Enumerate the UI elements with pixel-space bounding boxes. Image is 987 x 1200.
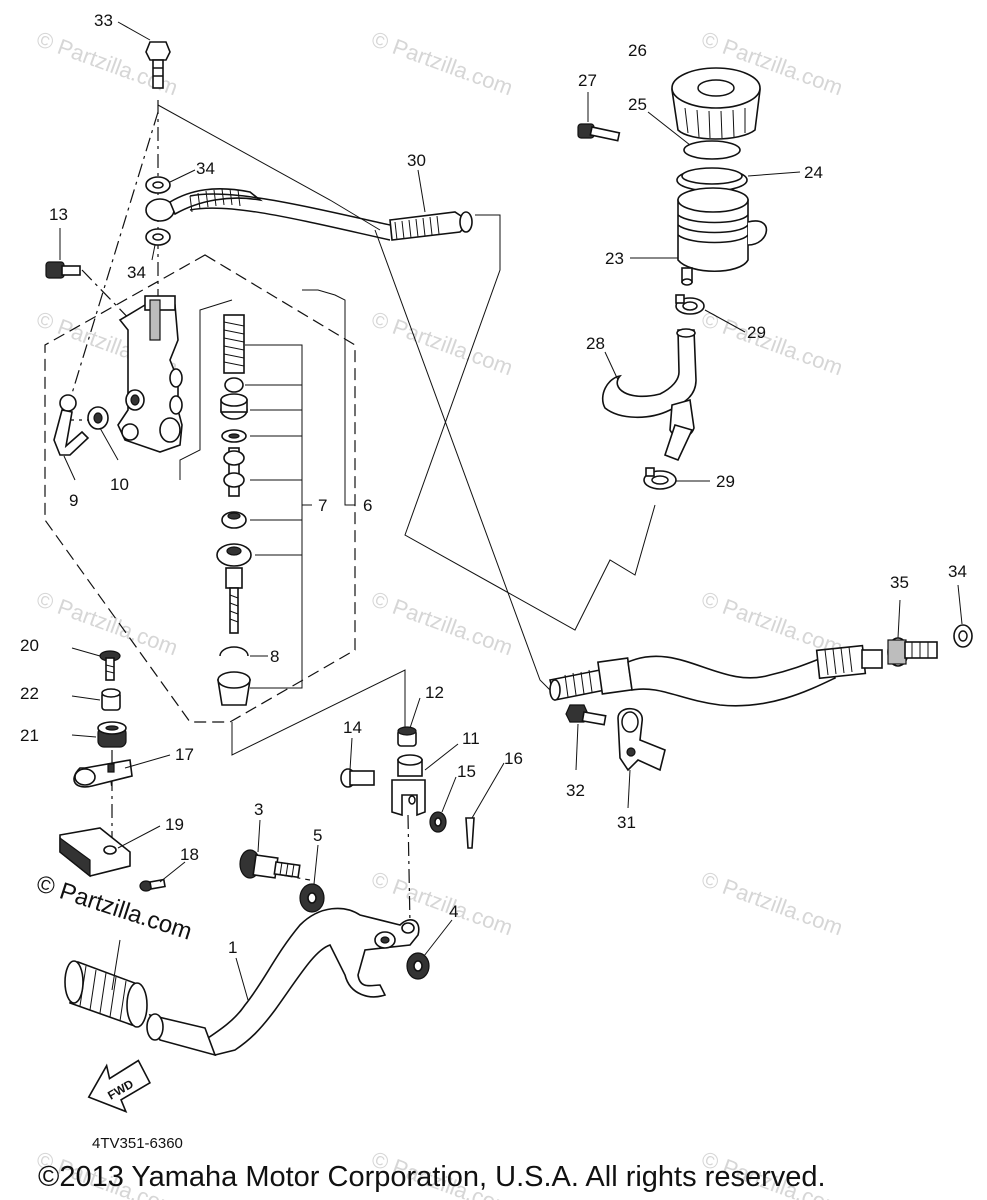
part-10-nut [87, 406, 109, 430]
part-33-banjo-bolt [145, 41, 171, 89]
piston-kit [216, 314, 252, 706]
callout-23: 23 [605, 249, 624, 268]
part-13-bolt [45, 261, 81, 279]
callout-20: 20 [20, 636, 39, 655]
callout-9: 9 [69, 491, 78, 510]
part-12-nut [397, 726, 417, 747]
part-1-brake-pedal [146, 907, 420, 1057]
callout-12: 12 [425, 683, 444, 702]
callout-10: 10 [110, 475, 129, 494]
part-22-collar [101, 688, 121, 711]
callout-1: 1 [228, 938, 237, 957]
callout-26: 26 [628, 41, 647, 60]
part-21-damper [97, 721, 127, 748]
part-20-bolt [99, 650, 121, 681]
callout-22: 22 [20, 684, 39, 703]
part-14-pin [340, 768, 375, 788]
connection-lines [60, 100, 656, 926]
part-31-hose-holder [617, 707, 666, 772]
callout-28: 28 [586, 334, 605, 353]
fwd-arrow-icon: FWD [87, 1059, 151, 1113]
callout-35: 35 [890, 573, 909, 592]
callout-29: 29 [747, 323, 766, 342]
callout-29: 29 [716, 472, 735, 491]
callout-25: 25 [628, 95, 647, 114]
callout-11: 11 [462, 729, 480, 748]
part-19-plate [59, 827, 131, 878]
callout-5: 5 [313, 826, 322, 845]
part-28-hose [601, 328, 697, 462]
callout-34: 34 [127, 263, 146, 282]
part-16-cotter-pin [465, 817, 475, 849]
callout-33: 33 [94, 11, 113, 30]
part-17-bracket [73, 759, 133, 788]
part-18-screw [139, 878, 166, 892]
watermark-text: © Partzilla.com [368, 586, 516, 660]
bracket-lines [245, 289, 355, 689]
callout-7: 7 [318, 496, 327, 515]
part-4-washer [406, 952, 430, 980]
copyright-notice: ©2013 Yamaha Motor Corporation, U.S.A. A… [38, 1161, 826, 1193]
callout-18: 18 [180, 845, 199, 864]
part-32-bolt [565, 704, 607, 726]
part-34-washer [953, 624, 973, 648]
assembly-outline-6 [44, 254, 356, 723]
callout-19: 19 [165, 815, 184, 834]
footrest-rubber [64, 960, 148, 1028]
callout-24: 24 [804, 163, 823, 182]
reservoir-assembly [671, 67, 768, 286]
callout-32: 32 [566, 781, 585, 800]
callout-17: 17 [175, 745, 194, 764]
part-29-clamp [675, 294, 705, 315]
watermark-text: © Partzilla.com [368, 306, 516, 380]
callout-6: 6 [363, 496, 372, 515]
part-30-brake-hose [145, 188, 473, 241]
part-35-union-bolt [887, 637, 938, 667]
part-11-clevis [391, 754, 426, 817]
part-15-washer [429, 811, 447, 833]
callout-30: 30 [407, 151, 426, 170]
part-5-washer [299, 883, 325, 913]
part-9-joint [53, 394, 90, 456]
figure-code: 4TV351-6360 [92, 1135, 183, 1152]
watermark-text-dark: © Partzilla.com [33, 870, 195, 946]
callout-15: 15 [457, 762, 476, 781]
watermark-text: © Partzilla.com [33, 586, 181, 660]
part-29-clamp [643, 467, 677, 490]
callout-4: 4 [449, 902, 458, 921]
callout-34: 34 [196, 159, 215, 178]
master-cylinder-body [117, 295, 183, 453]
callout-21: 21 [20, 726, 39, 745]
callout-34: 34 [948, 562, 967, 581]
callout-31: 31 [617, 813, 636, 832]
callout-13: 13 [49, 205, 68, 224]
part-34-washer [145, 176, 171, 194]
outline-line [179, 299, 233, 480]
part-3-pivot-bolt [239, 849, 301, 879]
part-27-screw [577, 123, 621, 142]
leader-lines [59, 21, 963, 1001]
callout-27: 27 [578, 71, 597, 90]
callout-3: 3 [254, 800, 263, 819]
watermark-text: © Partzilla.com [368, 26, 516, 100]
watermark-text: © Partzilla.com [698, 306, 846, 380]
callout-16: 16 [504, 749, 523, 768]
watermark-text: © Partzilla.com [698, 866, 846, 940]
lower-brake-hose [549, 644, 883, 707]
part-34-washer [145, 228, 171, 246]
callout-14: 14 [343, 718, 362, 737]
callout-8: 8 [270, 647, 279, 666]
callouts: 33 34 34 13 9 10 30 27 26 25 24 23 29 28… [20, 11, 967, 957]
